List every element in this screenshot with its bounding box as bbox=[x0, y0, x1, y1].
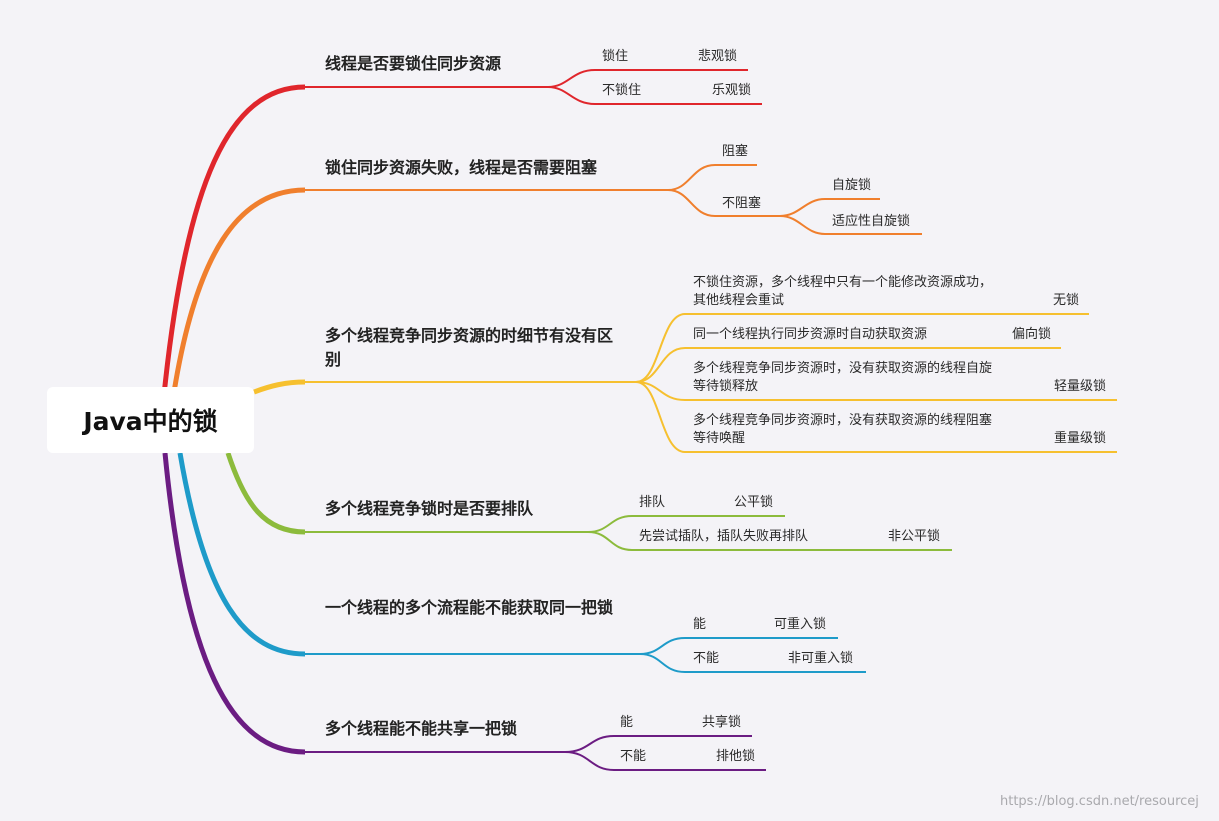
leaf-shared-lock[interactable]: 共享锁 bbox=[702, 715, 742, 730]
red-branch-lines bbox=[305, 69, 762, 105]
green-branch-lines bbox=[305, 515, 952, 551]
leaf-can[interactable]: 能 bbox=[693, 617, 707, 632]
branch-shared[interactable]: 多个线程能不能共享一把锁 bbox=[325, 719, 518, 738]
leaf-lock-free-desc[interactable]: 不锁住资源，多个线程中只有一个能修改资源成功，其他线程会重试 bbox=[693, 275, 993, 308]
root-node[interactable]: Java中的锁 bbox=[47, 387, 254, 453]
leaf-cannot[interactable]: 不能 bbox=[693, 651, 720, 666]
branch-queue[interactable]: 多个线程竞争锁时是否要排队 bbox=[325, 499, 534, 518]
orange-branch-lines bbox=[305, 164, 922, 235]
leaf-biased-lock[interactable]: 偏向锁 bbox=[1012, 327, 1052, 342]
branch-contention-details[interactable]: 多个线程竞争同步资源的时细节有没有区别 bbox=[325, 326, 614, 369]
branch-reentrant[interactable]: 一个线程的多个流程能不能获取同一把锁 bbox=[325, 598, 614, 617]
leaf-biased-desc[interactable]: 同一个线程执行同步资源时自动获取资源 bbox=[693, 327, 928, 342]
leaf-fair-lock[interactable]: 公平锁 bbox=[734, 495, 774, 510]
leaf-lightweight-lock[interactable]: 轻量级锁 bbox=[1054, 379, 1107, 394]
purple-branch-lines bbox=[305, 735, 766, 771]
connector-root-orange bbox=[169, 187, 306, 406]
leaf-try-cut-in[interactable]: 先尝试插队，插队失败再排队 bbox=[639, 529, 809, 544]
leaf-lock-free[interactable]: 无锁 bbox=[1053, 293, 1080, 308]
blue-branch-lines bbox=[305, 637, 866, 673]
leaf-optimistic-lock[interactable]: 乐观锁 bbox=[712, 83, 752, 98]
leaf-no-lock[interactable]: 不锁住 bbox=[602, 83, 642, 98]
leaf-non-reentrant-lock[interactable]: 非可重入锁 bbox=[788, 651, 854, 666]
leaf-pessimistic-lock[interactable]: 悲观锁 bbox=[698, 49, 738, 64]
leaf-cannot-share[interactable]: 不能 bbox=[620, 749, 647, 764]
leaf-heavyweight-desc[interactable]: 多个线程竞争同步资源时，没有获取资源的线程阻塞等待唤醒 bbox=[693, 413, 993, 446]
leaf-reentrant-lock[interactable]: 可重入锁 bbox=[774, 617, 827, 632]
connector-root-purple bbox=[162, 452, 306, 755]
leaf-exclusive-lock[interactable]: 排他锁 bbox=[716, 749, 756, 764]
connector-root-green bbox=[225, 452, 306, 535]
leaf-lightweight-desc[interactable]: 多个线程竞争同步资源时，没有获取资源的线程自旋等待锁释放 bbox=[693, 361, 993, 394]
leaf-lock[interactable]: 锁住 bbox=[602, 49, 629, 64]
connector-root-blue bbox=[177, 452, 306, 657]
leaf-unfair-lock[interactable]: 非公平锁 bbox=[888, 529, 941, 544]
connector-root-yellow bbox=[253, 379, 306, 395]
watermark: https://blog.csdn.net/resourcej bbox=[1000, 794, 1199, 809]
leaf-heavyweight-lock[interactable]: 重量级锁 bbox=[1054, 431, 1107, 446]
connector-root-red bbox=[160, 84, 306, 406]
yellow-branch-lines bbox=[305, 313, 1117, 453]
leaf-queue[interactable]: 排队 bbox=[639, 495, 666, 510]
leaf-adaptive-spin-lock[interactable]: 适应性自旋锁 bbox=[832, 214, 911, 229]
leaf-block[interactable]: 阻塞 bbox=[722, 144, 749, 159]
branch-block-on-fail[interactable]: 锁住同步资源失败，线程是否需要阻塞 bbox=[325, 158, 598, 177]
branch-lock-resource[interactable]: 线程是否要锁住同步资源 bbox=[325, 54, 502, 73]
leaf-spin-lock[interactable]: 自旋锁 bbox=[832, 178, 872, 193]
leaf-no-block[interactable]: 不阻塞 bbox=[722, 196, 762, 211]
leaf-can-share[interactable]: 能 bbox=[620, 715, 634, 730]
